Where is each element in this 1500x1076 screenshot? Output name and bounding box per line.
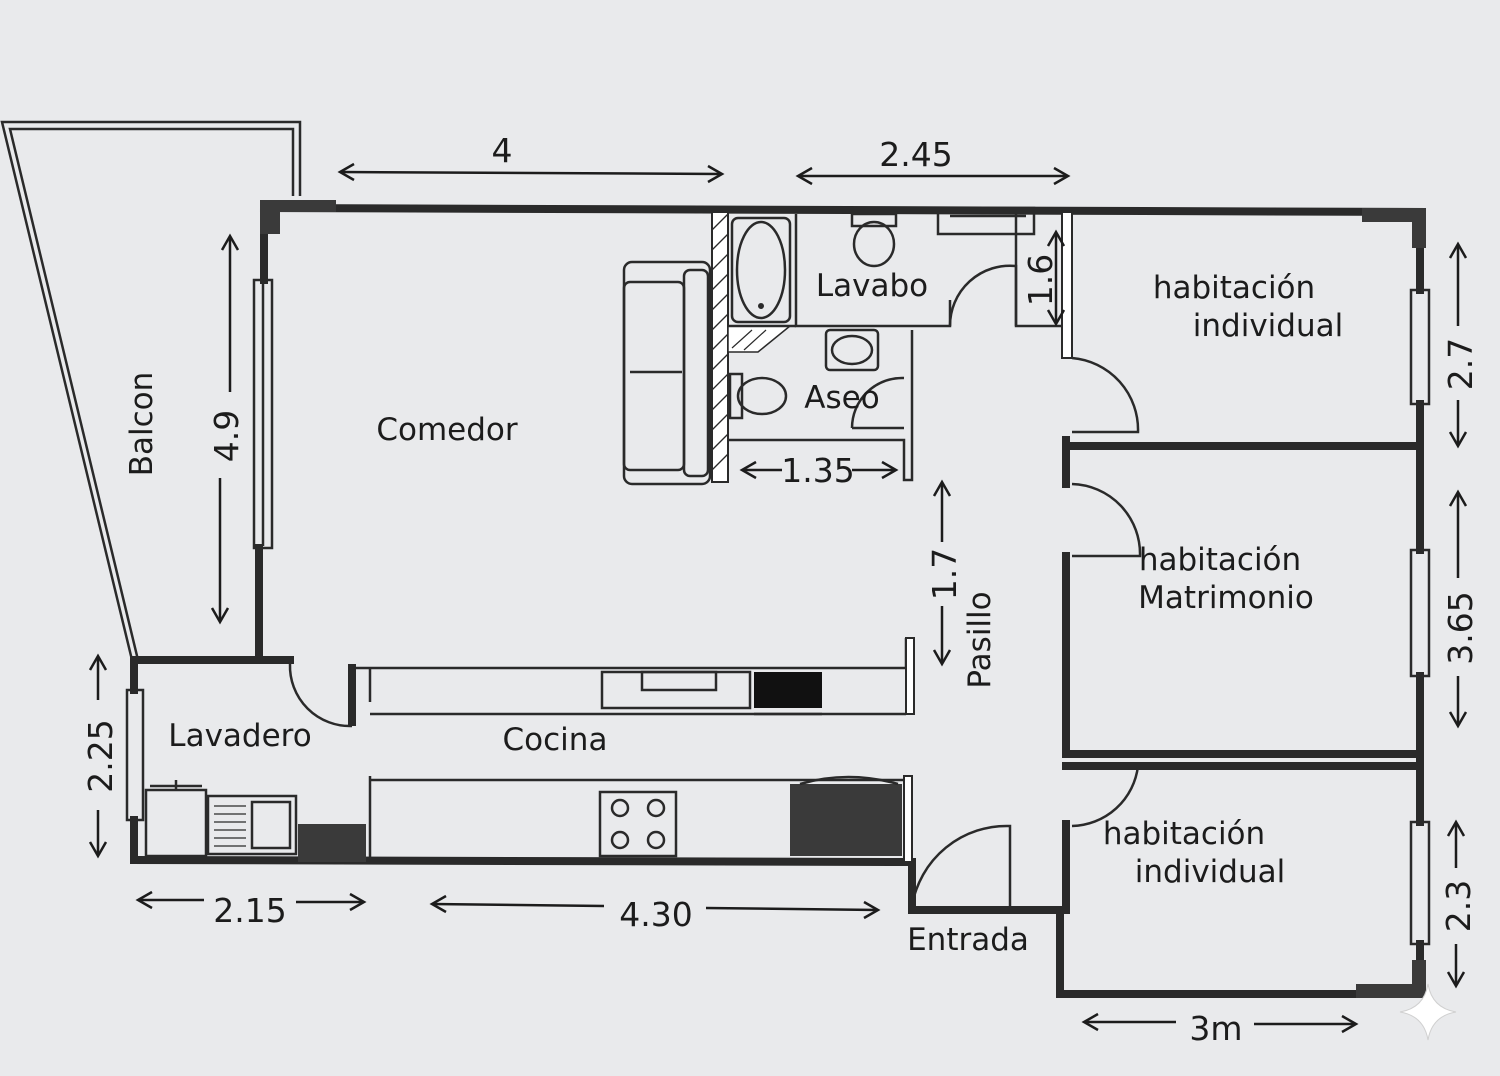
room-label-habitacion-1-line2: individual — [1193, 308, 1343, 344]
room-label-comedor: Comedor — [376, 412, 518, 448]
windows — [125, 206, 1431, 946]
dimension-hab2-depth: 3.65 — [1441, 591, 1480, 664]
dimension-arrows — [88, 162, 1468, 1034]
room-label-habitacion-3-line1: habitación — [1103, 816, 1265, 852]
dimension-comedor-width: 4 — [492, 131, 513, 170]
dimension-cocina-width: 4.30 — [619, 895, 692, 934]
room-label-lavadero: Lavadero — [168, 718, 311, 754]
laundry-sink-icon — [206, 794, 298, 856]
room-label-entrada: Entrada — [907, 922, 1029, 958]
dimension-lavabo-depth: 1.6 — [1021, 254, 1060, 306]
toilet-icon — [728, 372, 788, 420]
sofa-icon — [622, 260, 712, 486]
washing-machine-icon — [144, 780, 208, 858]
room-label-lavabo: Lavabo — [816, 268, 928, 304]
interior-walls — [348, 211, 1424, 914]
dimension-lavadero-depth: 2.25 — [81, 719, 120, 792]
room-label-habitacion-2-line1: habitación — [1139, 542, 1301, 578]
room-label-balcon: Balcon — [124, 372, 160, 477]
dimension-comedor-depth: 4.9 — [207, 410, 246, 462]
dimension-hab1-depth: 2.7 — [1441, 338, 1480, 390]
dimension-lavadero-width: 2.15 — [213, 891, 286, 930]
room-labels: Balcon Comedor Lavabo Aseo habitación in… — [124, 268, 1343, 958]
sparkle-icon — [1399, 983, 1457, 1041]
room-label-habitacion-3-line2: individual — [1135, 854, 1285, 890]
doors — [288, 264, 1142, 910]
corner-blocks — [260, 200, 1426, 998]
dimension-labels: 4 2.45 1.6 1.35 4.9 1.7 2.7 3.65 2.3 2.2… — [81, 131, 1480, 1048]
dimension-hab3-width: 3m — [1189, 1009, 1242, 1048]
bathtub-icon — [730, 216, 792, 324]
room-label-cocina: Cocina — [503, 722, 608, 758]
dimension-bath-width: 2.45 — [879, 135, 952, 174]
dimension-aseo-width: 1.35 — [781, 451, 854, 490]
counter-icon — [600, 670, 822, 716]
dimension-pasillo-width: 1.7 — [925, 548, 964, 600]
balcony-outline — [0, 120, 302, 661]
cooktop-icon — [598, 790, 678, 858]
room-label-habitacion-2-line2: Matrimonio — [1138, 580, 1314, 616]
room-label-pasillo: Pasillo — [962, 591, 998, 688]
dimension-hab3-depth: 2.3 — [1439, 880, 1478, 932]
fridge-icon — [790, 775, 902, 856]
room-label-habitacion-1-line1: habitación — [1153, 270, 1315, 306]
room-label-aseo: Aseo — [804, 380, 879, 416]
sink-icon — [824, 328, 880, 372]
toilet-icon — [850, 212, 898, 268]
